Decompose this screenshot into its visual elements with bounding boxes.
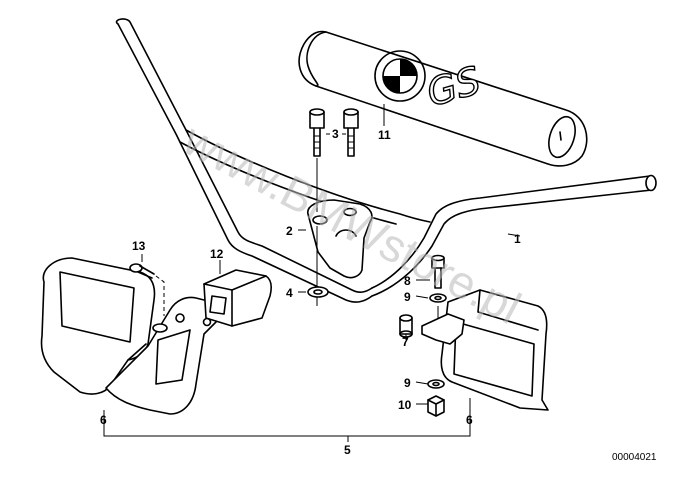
guard-nut [427, 395, 445, 417]
clamp-bolt-left [309, 108, 325, 157]
hand-guard-bracket-left [105, 296, 219, 415]
label-part-1: 1 [514, 232, 521, 246]
reflector-block [203, 269, 272, 327]
guard-screw [129, 263, 155, 279]
label-part-5: 5 [344, 443, 351, 457]
label-part-2: 2 [286, 224, 293, 238]
washer [307, 286, 329, 298]
crossbar-pad: GS [298, 30, 588, 167]
guard-washer-lower [427, 379, 445, 389]
part-labels: 1 2 3 4 5 6 6 7 8 9 9 10 11 12 13 [100, 127, 521, 457]
label-part-6-right: 6 [466, 413, 473, 427]
clamp-bolt-right [343, 108, 359, 157]
label-part-8: 8 [404, 274, 411, 288]
label-part-10: 10 [398, 398, 412, 412]
guard-bushing [399, 314, 413, 338]
label-part-13: 13 [132, 239, 146, 253]
hand-guard-bracket-right [421, 313, 465, 345]
label-part-4: 4 [286, 286, 293, 300]
leader-lines [103, 104, 521, 442]
label-part-9-lower: 9 [404, 376, 411, 390]
label-part-3: 3 [332, 127, 339, 141]
bmw-roundel-icon [374, 50, 426, 102]
label-part-11: 11 [378, 128, 391, 142]
label-part-6-left: 6 [100, 413, 107, 427]
guard-bolt [431, 254, 445, 289]
handlebar [115, 18, 657, 303]
label-part-9-upper: 9 [404, 290, 411, 304]
label-part-7: 7 [402, 335, 409, 349]
guard-washer-upper [429, 293, 447, 303]
hand-guard-right [440, 289, 549, 411]
handlebar-clamp [307, 199, 373, 279]
label-part-12: 12 [210, 247, 224, 261]
diagram-reference-number: 00004021 [612, 452, 657, 463]
